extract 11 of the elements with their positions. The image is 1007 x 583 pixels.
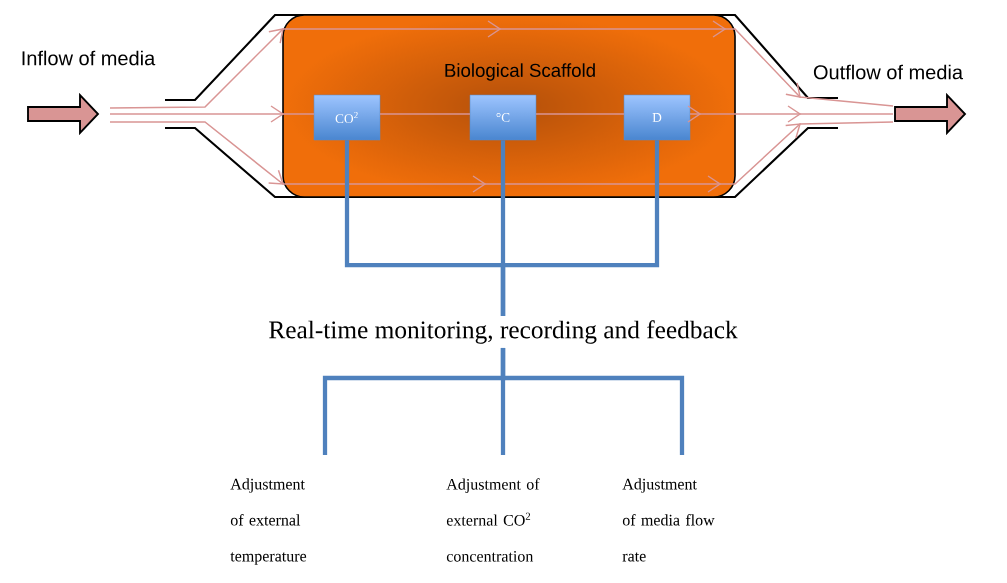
sensor-box: °C xyxy=(469,94,537,141)
action-text: Adjustment of media flow rate xyxy=(622,478,715,562)
sensor-box: CO$^{2}$ xyxy=(313,94,381,141)
caption-text: Real-time monitoring, recording and feedback xyxy=(269,320,738,344)
connector-line xyxy=(500,140,660,317)
action-text: Adjustment of external CO$^{2}$ concentration xyxy=(446,478,540,562)
action-text: Adjustment of external temperature xyxy=(230,478,307,565)
sensor-box: D xyxy=(623,94,691,141)
connector-line xyxy=(500,347,685,455)
flow-label: Inflow of media xyxy=(22,50,156,66)
flow-label: Outflow of media xyxy=(813,64,963,80)
